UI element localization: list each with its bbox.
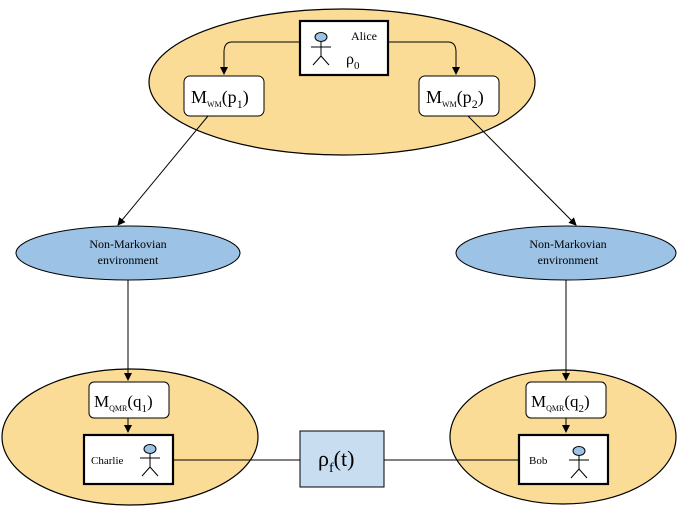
- mqmr-right-label: MQMR(q2): [531, 392, 590, 415]
- bob-name: Bob: [529, 455, 548, 467]
- alice-region: [148, 8, 536, 156]
- alice-box: [298, 19, 390, 77]
- env-right-line1: Non-Markovian: [529, 237, 606, 251]
- mwm-right-label: MWM(p2): [426, 87, 484, 111]
- mwm-right-box: [418, 75, 500, 117]
- mqmr-left-box: [88, 381, 170, 419]
- mwm-left-box: [183, 75, 265, 117]
- person-icon-bob: [569, 446, 589, 479]
- mqmr-right-box: [525, 381, 607, 419]
- arrow-alice-to-mwm-left: [220, 41, 300, 75]
- final-state-label: ρf(t): [318, 446, 354, 476]
- charlie-name: Charlie: [91, 455, 123, 467]
- env-right-line2: environment: [538, 253, 599, 267]
- arrow-mwm-right-to-env-right: [467, 115, 577, 226]
- mwm-left-label: MWM(p1): [191, 87, 249, 111]
- env-left-line1: Non-Markovian: [89, 237, 166, 251]
- person-icon-charlie: [140, 444, 160, 477]
- alice-name: Alice: [351, 29, 377, 43]
- mqmr-left-label: MQMR(q1): [94, 392, 153, 415]
- person-icon-alice: [311, 32, 331, 66]
- alice-state: ρ0: [346, 51, 360, 72]
- bob-box: [517, 433, 610, 486]
- env-left-line2: environment: [98, 253, 159, 267]
- arrow-mwm-left-to-env-left: [117, 115, 209, 226]
- final-state-box: [299, 430, 385, 488]
- arrow-alice-to-mwm-right: [388, 41, 460, 75]
